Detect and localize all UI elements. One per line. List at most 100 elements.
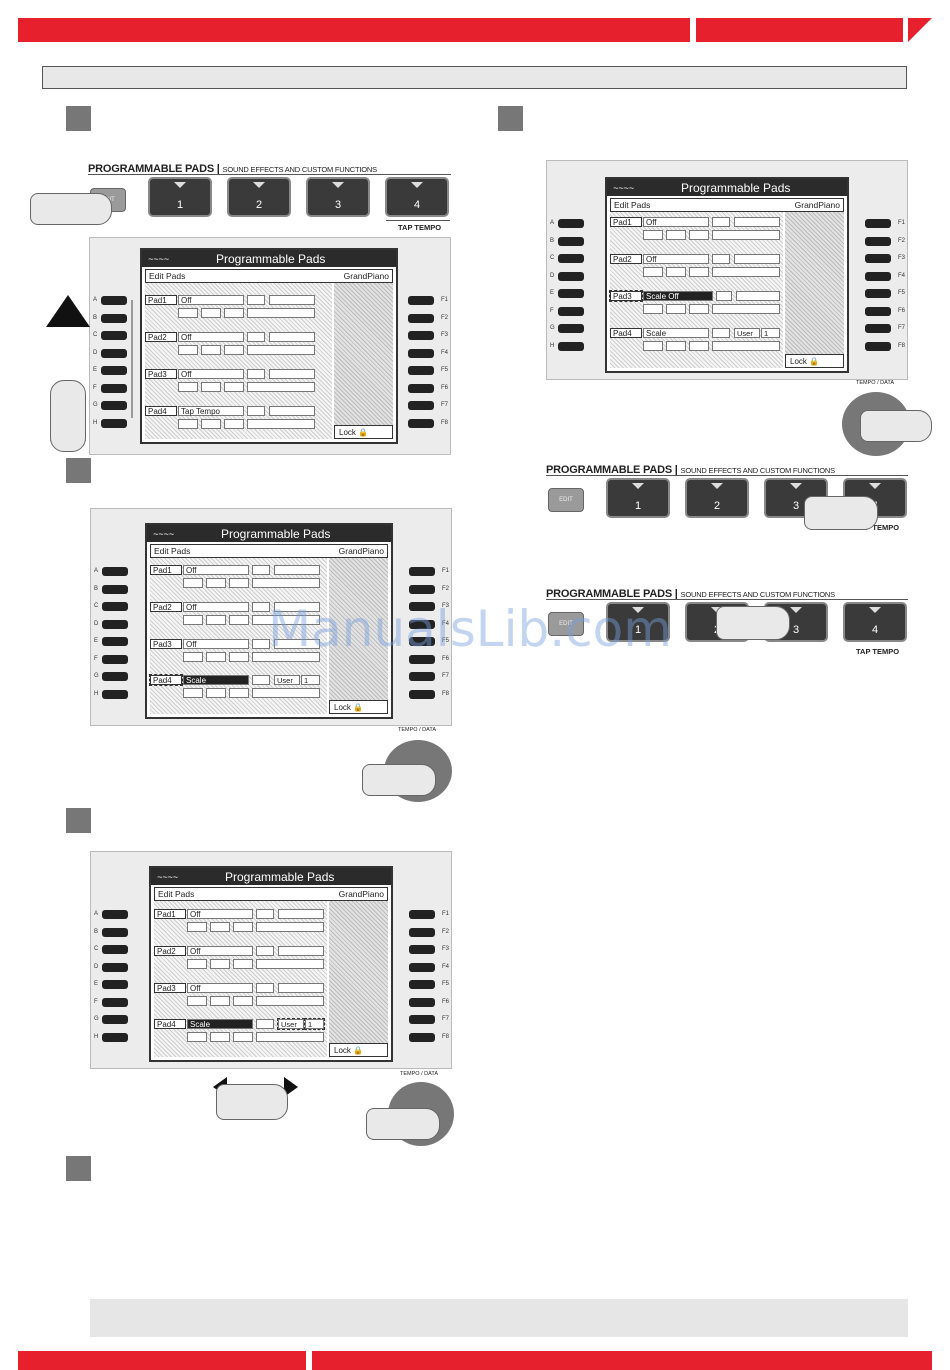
- pad-button-2[interactable]: 2: [227, 177, 291, 217]
- side-button-right[interactable]: [409, 910, 435, 919]
- side-button-left[interactable]: [102, 654, 128, 664]
- side-button-right[interactable]: [408, 418, 434, 428]
- pad-value[interactable]: Off: [178, 295, 244, 305]
- side-button-right[interactable]: [408, 348, 434, 358]
- side-button-left[interactable]: [101, 296, 127, 305]
- pad-value[interactable]: Off: [183, 565, 249, 575]
- side-button-right[interactable]: [409, 689, 435, 699]
- side-button-right[interactable]: [409, 637, 435, 646]
- side-button-right[interactable]: [409, 927, 435, 937]
- side-button-right[interactable]: [865, 306, 891, 316]
- side-button-left[interactable]: [102, 584, 128, 594]
- side-button-left[interactable]: [558, 219, 584, 228]
- side-button-left[interactable]: [102, 602, 128, 611]
- pad-value[interactable]: Off: [187, 909, 253, 919]
- side-button-right[interactable]: [409, 962, 435, 972]
- pad-value[interactable]: Off: [187, 983, 253, 993]
- side-button-right[interactable]: [865, 236, 891, 246]
- pad-value[interactable]: Tap Tempo: [178, 406, 244, 416]
- side-button-right[interactable]: [865, 219, 891, 228]
- side-button-left[interactable]: [558, 236, 584, 246]
- pad-extra[interactable]: User: [734, 328, 760, 338]
- side-button-left[interactable]: [102, 927, 128, 937]
- side-button-left[interactable]: [102, 910, 128, 919]
- pad-button-1[interactable]: 1: [606, 602, 670, 642]
- lock-field[interactable]: Lock 🔒: [785, 354, 844, 368]
- lock-field[interactable]: Lock 🔒: [329, 1043, 388, 1057]
- pad-value[interactable]: Off: [178, 369, 244, 379]
- pad-value[interactable]: Off: [643, 217, 709, 227]
- pad-extra2[interactable]: 1: [304, 1018, 325, 1030]
- side-button-right[interactable]: [409, 567, 435, 576]
- pad-value[interactable]: Scale: [183, 675, 249, 685]
- side-button-right[interactable]: [408, 331, 434, 340]
- side-button-right[interactable]: [408, 401, 434, 410]
- side-button-left[interactable]: [558, 306, 584, 316]
- side-button-left[interactable]: [558, 324, 584, 333]
- edit-button[interactable]: EDIT: [548, 612, 584, 636]
- side-button-left[interactable]: [101, 383, 127, 393]
- side-button-left[interactable]: [101, 418, 127, 428]
- side-button-right[interactable]: [408, 383, 434, 393]
- side-button-left[interactable]: [102, 672, 128, 681]
- pad-button-4[interactable]: 4: [843, 602, 907, 642]
- pad-value[interactable]: Scale: [643, 328, 709, 338]
- side-button-right[interactable]: [409, 584, 435, 594]
- side-button-right[interactable]: [408, 313, 434, 323]
- pad-value[interactable]: Scale Off: [643, 291, 713, 301]
- pad-value[interactable]: Off: [178, 332, 244, 342]
- side-button-right[interactable]: [865, 254, 891, 263]
- side-button-left[interactable]: [102, 997, 128, 1007]
- side-button-right[interactable]: [409, 997, 435, 1007]
- lock-field[interactable]: Lock 🔒: [334, 425, 393, 439]
- pad-extra[interactable]: User: [277, 1018, 305, 1030]
- side-button-right[interactable]: [409, 602, 435, 611]
- pad-button-2[interactable]: 2: [685, 478, 749, 518]
- side-button-left[interactable]: [102, 1015, 128, 1024]
- side-button-left[interactable]: [102, 637, 128, 646]
- lock-field[interactable]: Lock 🔒: [329, 700, 388, 714]
- pad-extra2[interactable]: 1: [761, 328, 780, 338]
- side-button-left[interactable]: [102, 945, 128, 954]
- side-button-left[interactable]: [558, 341, 584, 351]
- pad-button-1[interactable]: 1: [148, 177, 212, 217]
- side-button-left[interactable]: [102, 962, 128, 972]
- pad-button-3[interactable]: 3: [306, 177, 370, 217]
- side-button-right[interactable]: [865, 341, 891, 351]
- side-button-left[interactable]: [101, 331, 127, 340]
- side-button-right[interactable]: [409, 1015, 435, 1024]
- right-arrow-icon[interactable]: [284, 1077, 298, 1097]
- side-button-right[interactable]: [865, 289, 891, 298]
- pad-extra2[interactable]: 1: [301, 675, 320, 685]
- side-button-right[interactable]: [409, 945, 435, 954]
- pad-extra[interactable]: User: [274, 675, 300, 685]
- side-button-left[interactable]: [101, 313, 127, 323]
- pad-button-4[interactable]: 4: [385, 177, 449, 217]
- side-button-right[interactable]: [409, 672, 435, 681]
- side-button-left[interactable]: [101, 366, 127, 375]
- up-arrow-icon[interactable]: [46, 295, 90, 327]
- side-button-right[interactable]: [408, 366, 434, 375]
- side-button-left[interactable]: [558, 271, 584, 281]
- side-button-right[interactable]: [409, 1032, 435, 1042]
- side-button-left[interactable]: [558, 289, 584, 298]
- side-button-right[interactable]: [409, 654, 435, 664]
- side-button-left[interactable]: [558, 254, 584, 263]
- side-button-left[interactable]: [101, 401, 127, 410]
